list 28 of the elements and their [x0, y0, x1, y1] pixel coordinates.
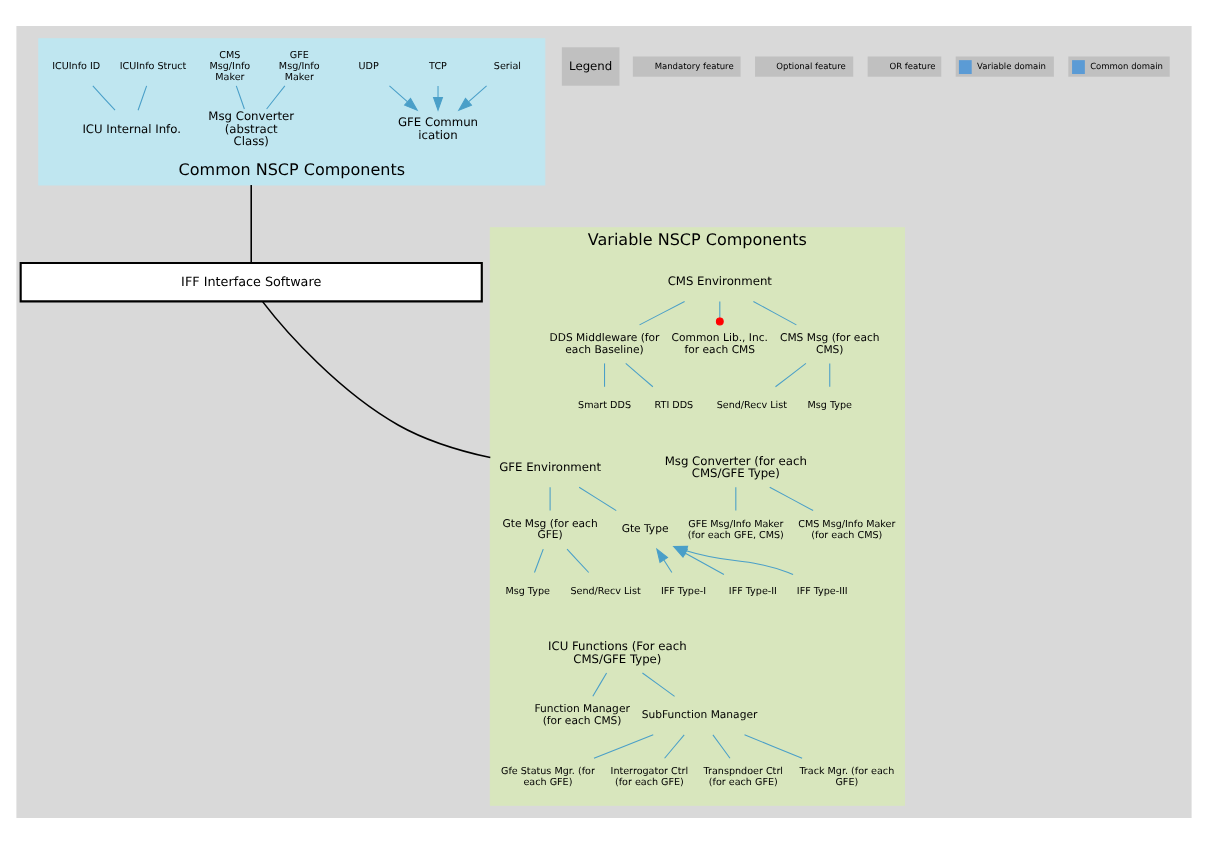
arrow [457, 84, 488, 111]
connector [533, 547, 544, 573]
connector [137, 84, 148, 110]
connector [578, 485, 617, 511]
connector [712, 733, 731, 758]
connector [604, 361, 606, 387]
arrow [432, 84, 444, 111]
connector [266, 84, 286, 109]
connector [735, 485, 737, 511]
connector [593, 733, 654, 758]
connector [250, 183, 253, 263]
connector [235, 84, 245, 109]
connector [752, 299, 797, 325]
connector [829, 361, 831, 387]
connector [774, 361, 807, 387]
arrow [655, 546, 673, 573]
connector [641, 671, 676, 696]
connector [549, 485, 551, 511]
arrow [388, 84, 419, 111]
connector [592, 671, 608, 696]
connector [566, 547, 590, 573]
connector [625, 361, 654, 387]
connector [769, 485, 814, 511]
connector [664, 733, 685, 758]
connector [92, 84, 116, 110]
connector [744, 733, 803, 758]
connector [639, 299, 686, 325]
connector [261, 300, 492, 458]
